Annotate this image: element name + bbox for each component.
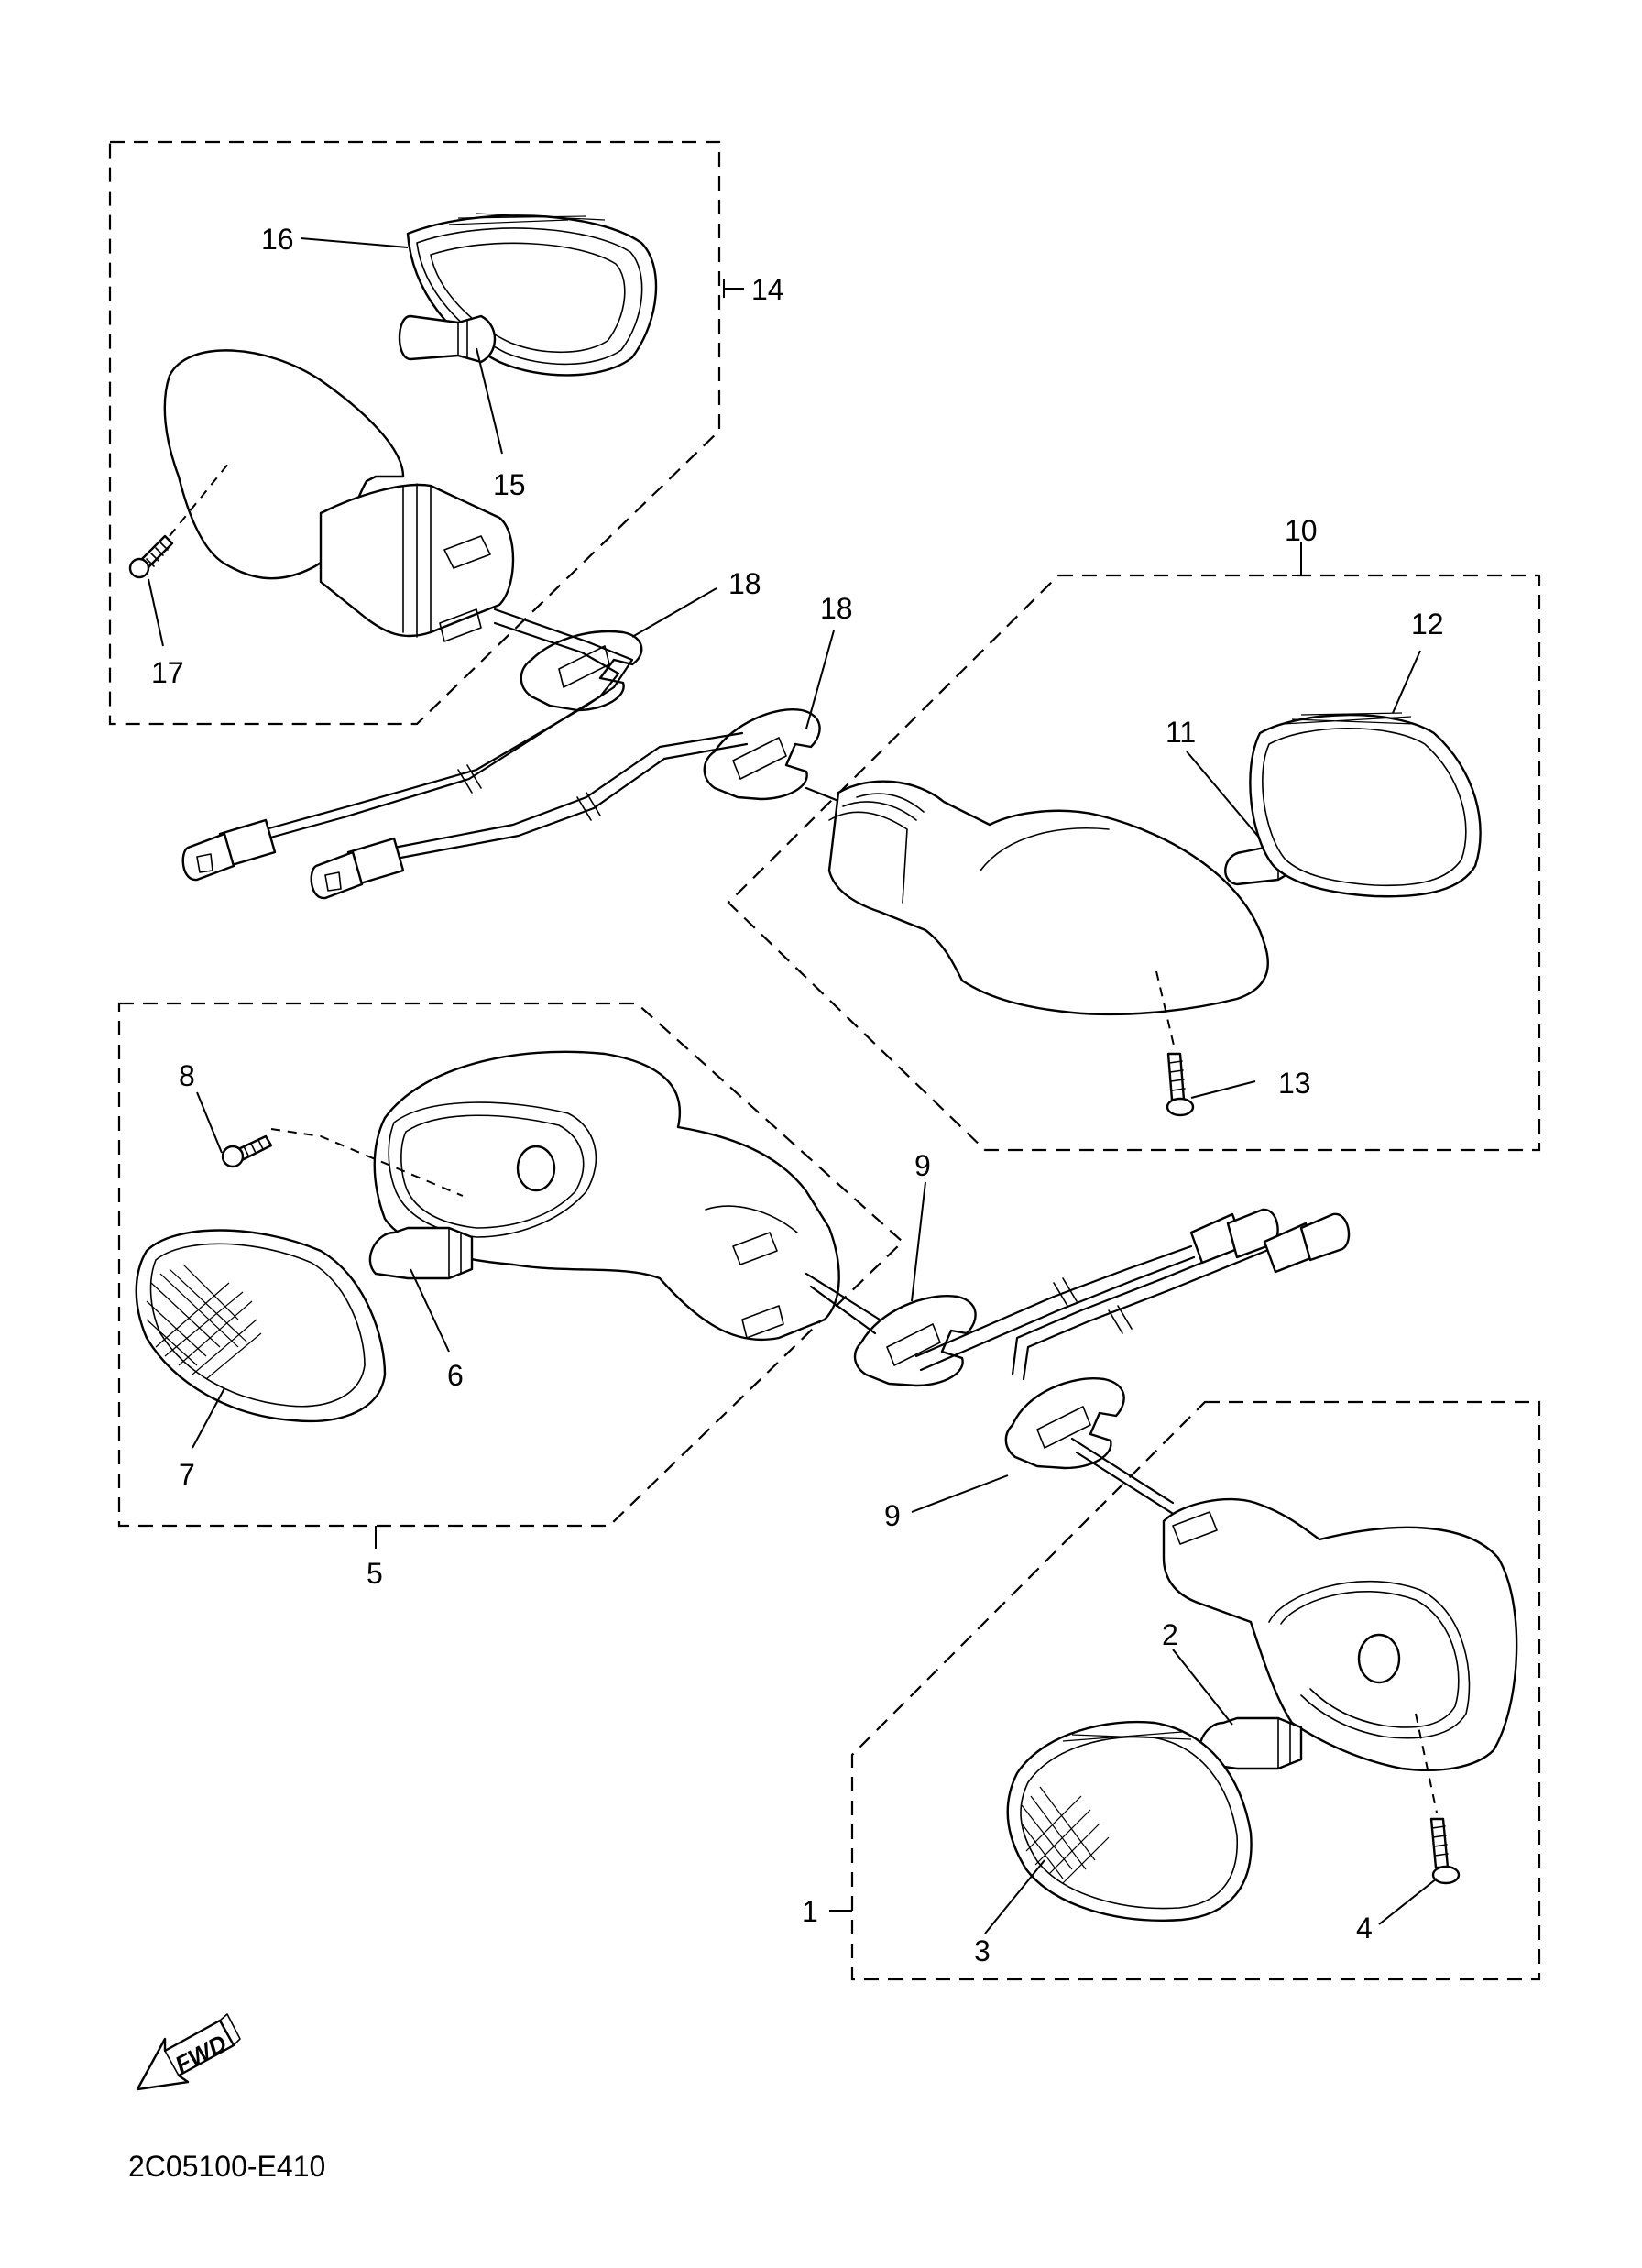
callout-11: 11 (1166, 716, 1196, 749)
lens-12 (1249, 712, 1482, 898)
callout-17: 17 (151, 656, 184, 689)
fwd-arrow-icon: FWD (136, 2013, 241, 2091)
lens-7 (135, 1229, 387, 1423)
bulb-6 (368, 1226, 474, 1280)
callout-9b: 9 (884, 1499, 901, 1532)
callout-14: 14 (751, 273, 784, 306)
group-box-1 (829, 1400, 1541, 1981)
cable-14 (181, 608, 634, 882)
screw-8 (221, 1128, 464, 1197)
callout-18a: 18 (728, 567, 761, 600)
group-box-5 (117, 1002, 904, 1549)
screw-13 (1155, 970, 1195, 1117)
housing-14 (163, 349, 515, 642)
housing-10 (827, 780, 1269, 1016)
grommet-9b (1004, 1377, 1179, 1518)
callout-18b: 18 (820, 592, 853, 625)
leader-lines (148, 237, 1438, 1934)
callout-9a: 9 (914, 1149, 931, 1182)
callout-16: 16 (261, 223, 294, 256)
grommet-18a (520, 630, 643, 712)
screw-4 (1415, 1713, 1461, 1885)
callout-10: 10 (1285, 514, 1318, 547)
callout-4: 4 (1356, 1912, 1373, 1945)
grommet-9a (853, 1295, 977, 1387)
callout-8: 8 (179, 1059, 195, 1092)
callout-1: 1 (802, 1895, 818, 1928)
callout-15: 15 (493, 468, 526, 501)
grommet-18b (703, 708, 821, 801)
callout-6: 6 (447, 1359, 464, 1392)
callout-7: 7 (179, 1458, 195, 1491)
callout-3: 3 (974, 1934, 991, 1967)
group-box-10 (727, 542, 1541, 1152)
callout-12: 12 (1411, 608, 1444, 641)
screw-17 (128, 462, 230, 579)
cable-10 (310, 731, 854, 900)
callout-2: 2 (1162, 1618, 1178, 1651)
group-box-14 (108, 140, 744, 726)
cable-5 (805, 1208, 1351, 1381)
callouts: 16 14 15 17 18 18 10 12 11 13 8 6 7 5 9 … (151, 223, 1444, 1967)
bulb-15 (398, 314, 497, 364)
callout-13: 13 (1278, 1067, 1311, 1100)
drawing-code: 2C05100-E410 (128, 2150, 325, 2183)
lens-3 (1006, 1720, 1253, 1922)
housing-5 (373, 1050, 840, 1342)
housing-1 (1162, 1497, 1518, 1771)
callout-5: 5 (367, 1557, 383, 1590)
